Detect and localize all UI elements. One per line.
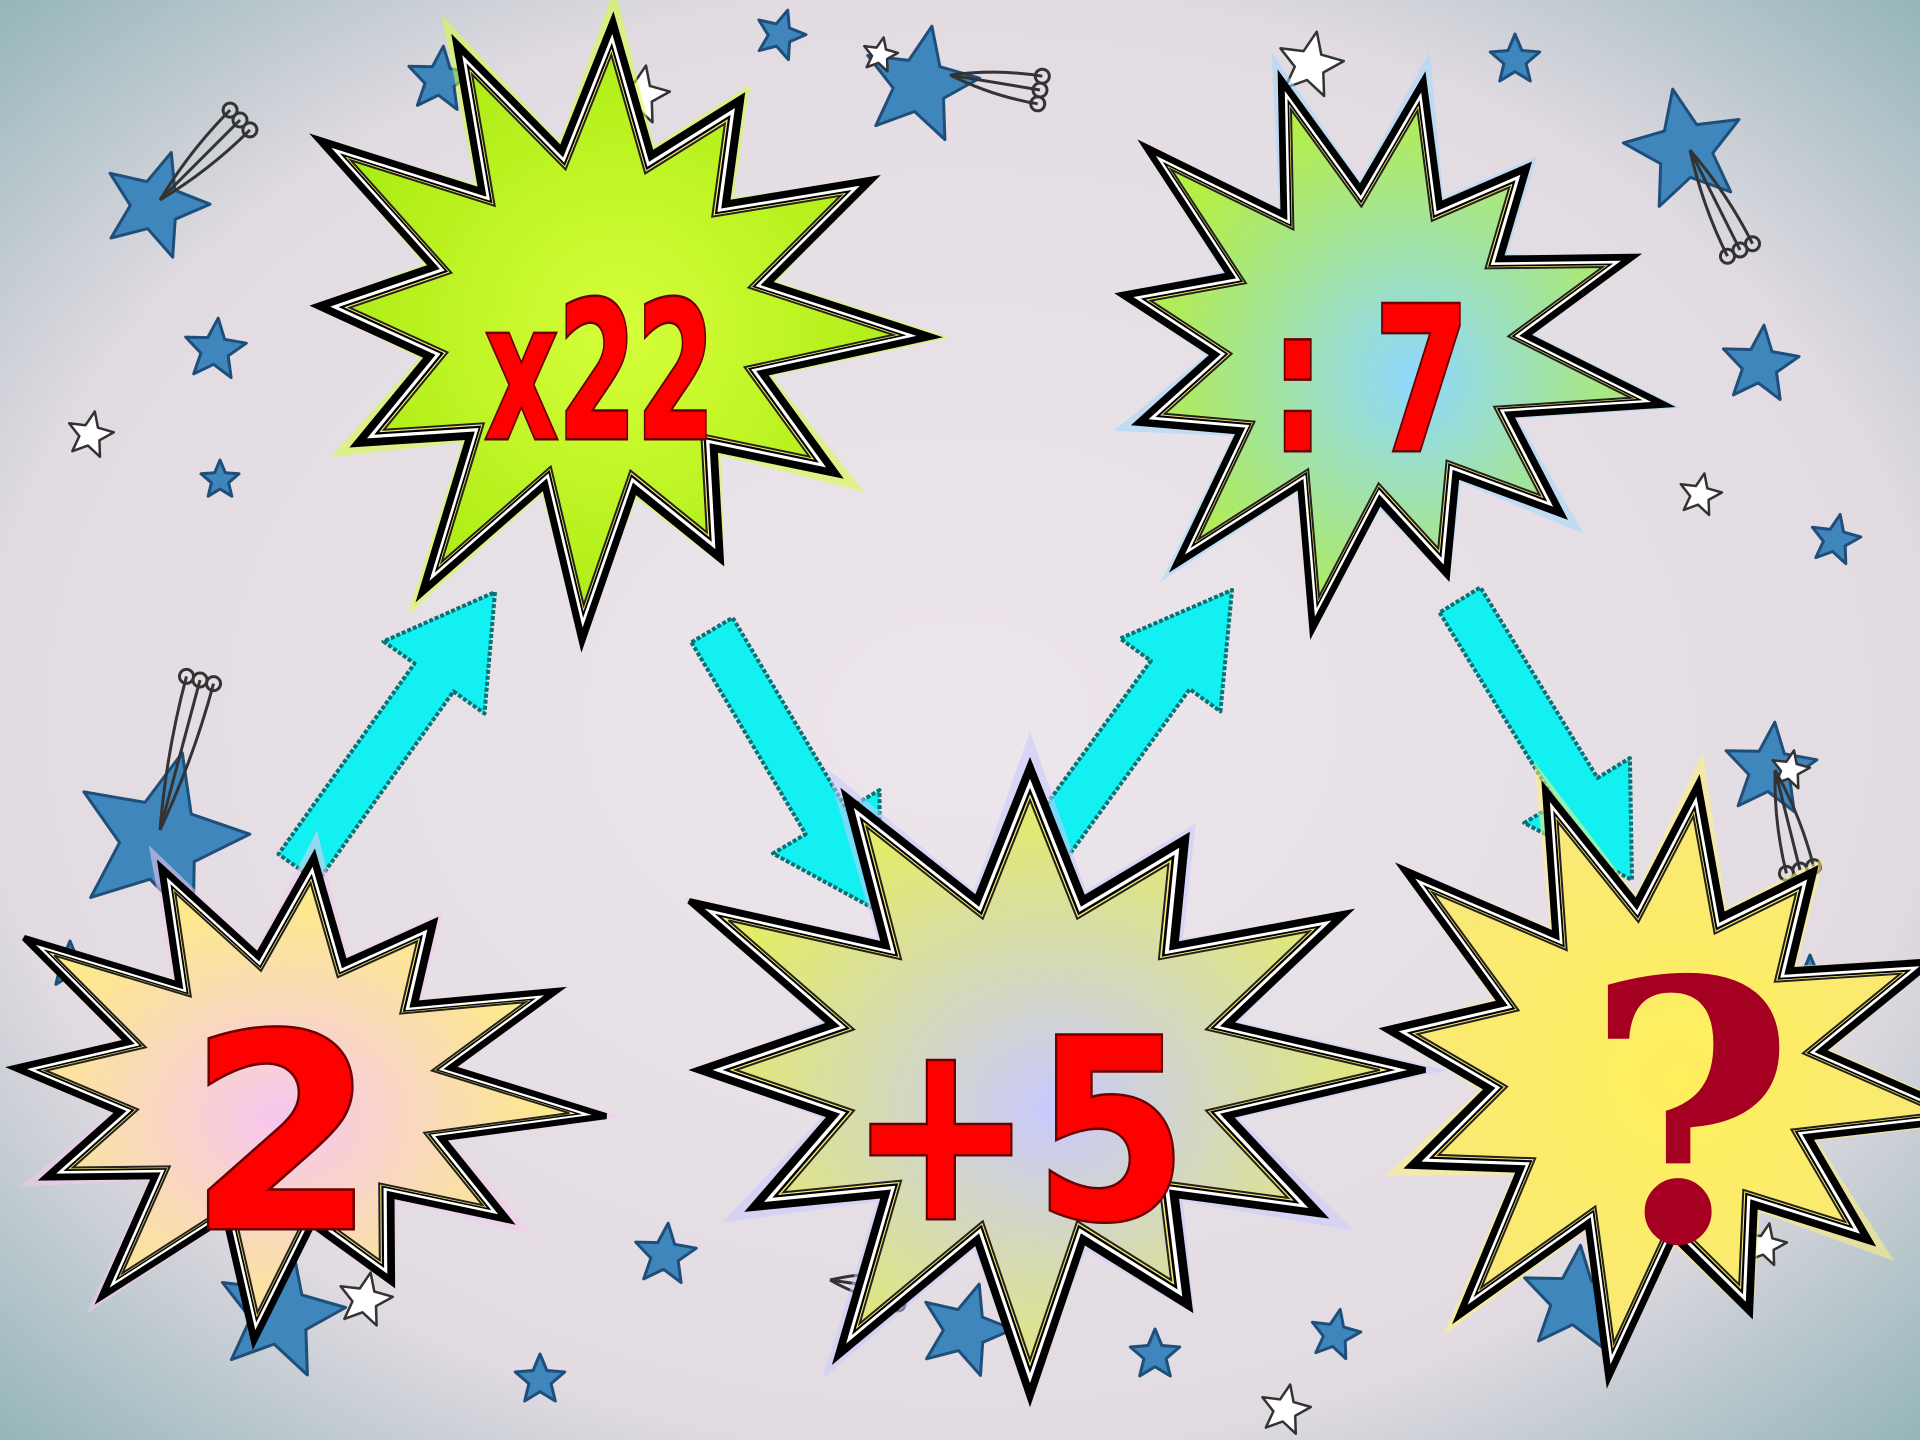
- operation-divide: : 7: [1270, 265, 1470, 498]
- operation-add: +5: [848, 986, 1188, 1277]
- operation-multiply: x22: [485, 262, 715, 483]
- start-value: 2: [188, 977, 376, 1292]
- answer-question-mark[interactable]: ?: [1585, 902, 1796, 1325]
